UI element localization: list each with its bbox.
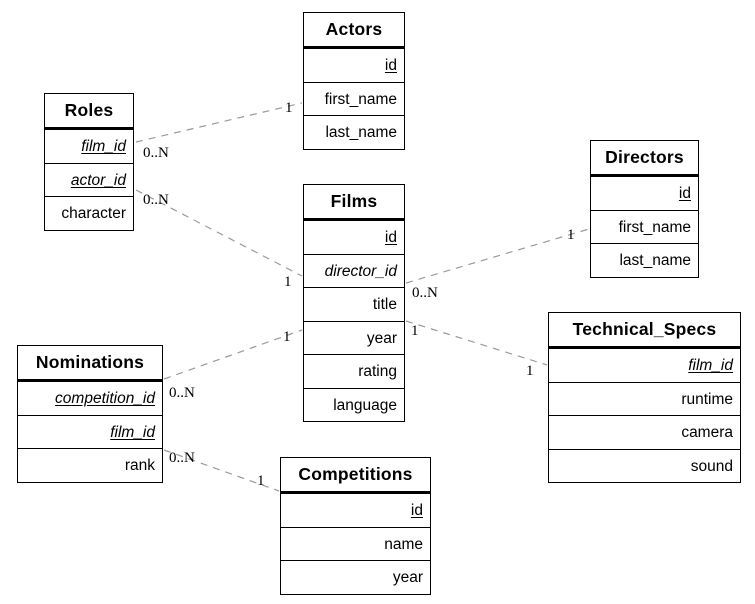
table-title: Actors: [304, 13, 404, 48]
table-title: Competitions: [281, 458, 430, 493]
cardinality-label: 0..N: [169, 450, 195, 466]
films-column-id: id: [304, 220, 404, 254]
entity-table-roles[interactable]: Roles film_id actor_id character: [44, 93, 134, 231]
roles-column-actor-id: actor_id: [45, 162, 133, 197]
cardinality-label: 0..N: [412, 285, 438, 301]
cardinality-label: 1: [285, 100, 293, 116]
technical-specs-column-film-id: film_id: [549, 348, 740, 382]
relation-films-directors-line: [405, 228, 590, 284]
cardinality-label: 1: [283, 329, 291, 345]
table-title: Films: [304, 185, 404, 220]
relation-nominations-films-line: [163, 329, 303, 380]
cardinality-label: 0..N: [143, 145, 169, 161]
cardinality-label: 1: [257, 473, 265, 489]
cardinality-label: 1: [284, 274, 292, 290]
table-title: Directors: [591, 141, 698, 176]
relation-films-technicalspecs-line: [405, 320, 548, 366]
films-column-year: year: [304, 320, 404, 355]
films-column-language: language: [304, 387, 404, 422]
cardinality-label: 1: [526, 363, 534, 379]
entity-table-technical-specs[interactable]: Technical_Specs film_id runtime camera s…: [548, 312, 741, 483]
directors-column-first-name: first_name: [591, 209, 698, 244]
competitions-column-name: name: [281, 526, 430, 561]
cardinality-label: 0..N: [143, 192, 169, 208]
nominations-column-film-id: film_id: [18, 414, 162, 449]
cardinality-label: 1: [567, 227, 575, 243]
table-title: Roles: [45, 94, 133, 129]
technical-specs-column-sound: sound: [549, 448, 740, 483]
roles-column-film-id: film_id: [45, 129, 133, 163]
relation-roles-films-line: [135, 189, 303, 277]
entity-table-films[interactable]: Films id director_id title year rating l…: [303, 184, 405, 422]
competitions-column-year: year: [281, 560, 430, 594]
directors-column-last-name: last_name: [591, 243, 698, 277]
technical-specs-column-camera: camera: [549, 415, 740, 449]
nominations-column-rank: rank: [18, 448, 162, 482]
roles-column-character: character: [45, 196, 133, 230]
nominations-column-competition-id: competition_id: [18, 381, 162, 415]
relation-roles-actors-line: [135, 102, 303, 143]
directors-column-id: id: [591, 176, 698, 210]
entity-table-directors[interactable]: Directors id first_name last_name: [590, 140, 699, 278]
entity-table-actors[interactable]: Actors id first_name last_name: [303, 12, 405, 150]
cardinality-label: 0..N: [169, 385, 195, 401]
entity-table-nominations[interactable]: Nominations competition_id film_id rank: [17, 345, 163, 483]
films-column-title: title: [304, 287, 404, 321]
films-column-rating: rating: [304, 354, 404, 388]
competitions-column-id: id: [281, 493, 430, 527]
technical-specs-column-runtime: runtime: [549, 381, 740, 416]
table-title: Nominations: [18, 346, 162, 381]
films-column-director-id: director_id: [304, 253, 404, 288]
actors-column-last-name: last_name: [304, 115, 404, 149]
cardinality-label: 1: [411, 323, 419, 339]
table-title: Technical_Specs: [549, 313, 740, 348]
actors-column-id: id: [304, 48, 404, 82]
entity-table-competitions[interactable]: Competitions id name year: [280, 457, 431, 595]
actors-column-first-name: first_name: [304, 81, 404, 116]
